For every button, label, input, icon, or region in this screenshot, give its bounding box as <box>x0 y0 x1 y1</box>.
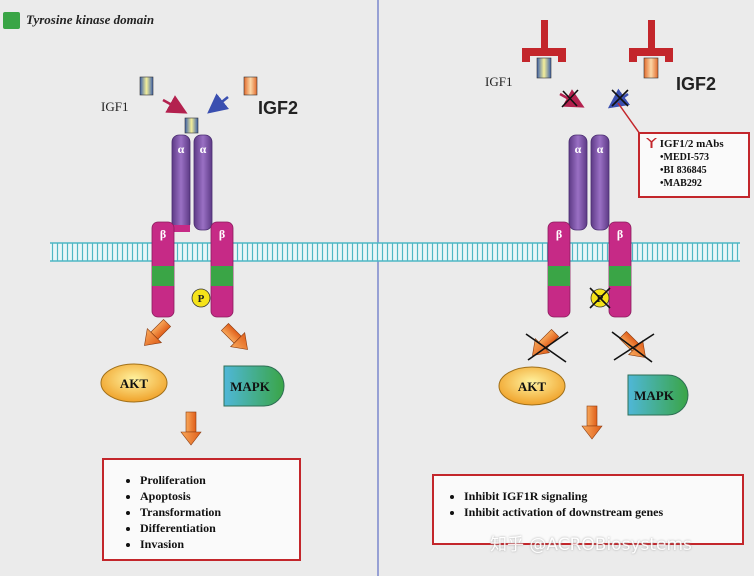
blocked-igf2-arrow-icon <box>607 88 630 109</box>
mabs-item: •BI 836845 <box>660 165 707 176</box>
beta-label: β <box>617 227 623 241</box>
akt-label: AKT <box>120 376 149 391</box>
outcome-item: Inhibit activation of downstream genes <box>464 504 742 520</box>
blocked-igf1-arrow-icon <box>559 89 585 108</box>
watermark: 知乎 @ACROBiosystems <box>490 535 692 555</box>
outcome-item: Proliferation <box>140 472 299 488</box>
igf1-arrow-icon <box>162 95 188 114</box>
antibody-igf1-icon <box>522 20 566 62</box>
kinase-domain-right <box>609 266 631 286</box>
bound-ligand-icon <box>184 117 199 134</box>
outcome-item: Apoptosis <box>140 488 299 504</box>
igf1-label: IGF1 <box>101 99 129 114</box>
right-outcomes-box: Inhibit IGF1R signaling Inhibit activati… <box>432 474 744 545</box>
legend-label: Tyrosine kinase domain <box>26 12 155 27</box>
mapk-label: MAPK <box>634 388 675 403</box>
outcome-item: Differentiation <box>140 520 299 536</box>
igf1-ligand-icon <box>536 57 552 79</box>
alpha-subunit-right <box>590 134 610 231</box>
akt-arrow-blocked-cross-icon <box>525 331 569 363</box>
alpha-subunit-left <box>568 134 588 231</box>
kinase-domain-left <box>548 266 570 286</box>
mapk-node <box>627 374 689 416</box>
igf1-ligand-icon <box>139 76 154 96</box>
mapk-label: MAPK <box>230 379 271 394</box>
igf2-arrow-icon <box>207 93 230 114</box>
igf2-label: IGF2 <box>676 74 717 94</box>
alpha-label: α <box>575 142 582 156</box>
akt-label: AKT <box>518 379 547 394</box>
arrow-to-outcomes-icon <box>581 405 603 440</box>
igf2-label: IGF2 <box>258 98 299 118</box>
antibody-igf2-icon <box>629 20 673 62</box>
antibody-icon <box>646 138 657 148</box>
igf1-label: IGF1 <box>485 74 513 89</box>
mabs-box: IGF1/2 mAbs •MEDI-573 •BI 836845 •MAB292 <box>638 132 750 198</box>
left-outcomes-box: Proliferation Apoptosis Transformation D… <box>102 458 301 561</box>
akt-node <box>498 366 566 406</box>
mabs-callout-line <box>617 102 641 135</box>
right-panel: α α β β P <box>498 20 689 440</box>
igf2-ligand-icon <box>643 57 659 79</box>
arrow-to-mapk-icon <box>220 322 248 350</box>
mabs-title-row: IGF1/2 mAbs <box>646 138 744 151</box>
mabs-item: •MEDI-573 <box>660 152 710 163</box>
green-square-icon <box>3 12 20 29</box>
beta-label: β <box>219 227 225 241</box>
phospho-label: P <box>198 293 205 305</box>
left-panel: α α β β P AKT MAPK <box>100 76 285 446</box>
mabs-item: •MAB292 <box>660 178 702 189</box>
alpha-subunit-right <box>193 134 213 231</box>
beta-label: β <box>556 227 562 241</box>
akt-node <box>100 363 168 403</box>
arrow-to-akt-icon <box>532 328 560 356</box>
outcome-item: Invasion <box>140 536 299 552</box>
alpha-label: α <box>178 142 185 156</box>
outcome-item: Inhibit IGF1R signaling <box>464 488 742 504</box>
alpha-label: α <box>597 142 604 156</box>
right-outcomes-list: Inhibit IGF1R signaling Inhibit activati… <box>434 488 742 520</box>
kinase-domain-right <box>211 266 233 286</box>
alpha-label: α <box>200 142 207 156</box>
phospho-circle-icon <box>191 288 211 308</box>
kinase-domain-left <box>152 266 174 286</box>
arrow-to-akt-icon <box>144 318 172 346</box>
phospho-blocked-cross-icon <box>589 287 611 309</box>
igf2-ligand-icon <box>243 76 258 96</box>
beta-label: β <box>160 227 166 241</box>
mapk-arrow-blocked-cross-icon <box>611 331 655 363</box>
arrow-to-outcomes-icon <box>180 411 202 446</box>
outcome-item: Transformation <box>140 504 299 520</box>
mabs-title: IGF1/2 mAbs <box>659 138 724 150</box>
mapk-node <box>223 365 285 407</box>
left-outcomes-list: Proliferation Apoptosis Transformation D… <box>104 472 299 552</box>
